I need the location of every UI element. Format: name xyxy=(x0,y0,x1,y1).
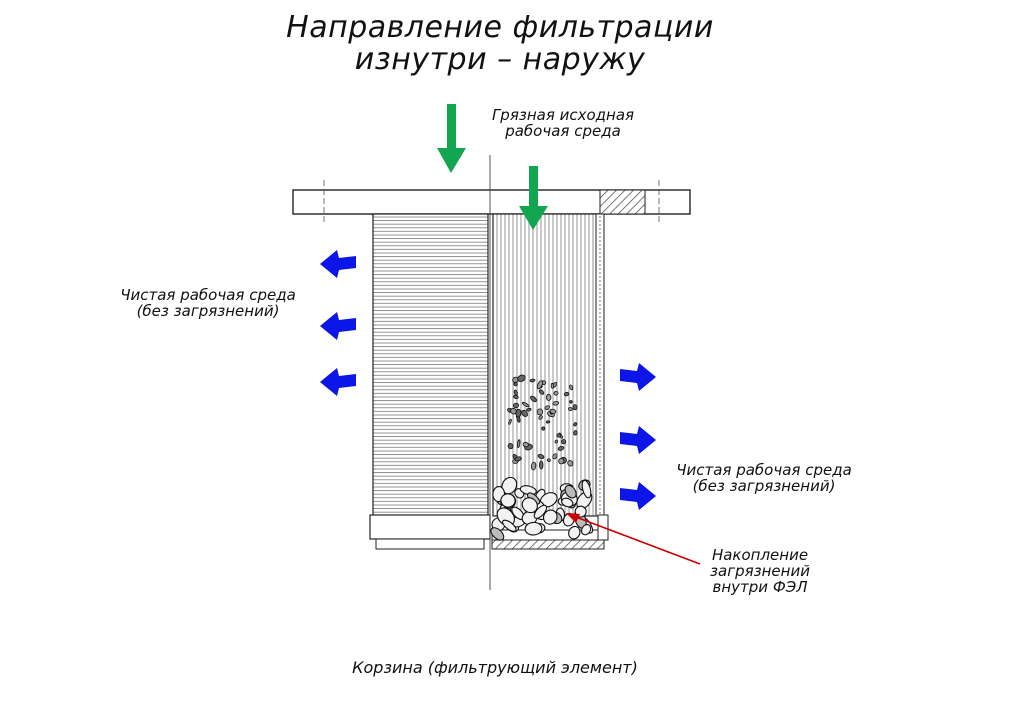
inflow-arrow-inside xyxy=(519,166,548,230)
label-clean-medium-left: Чистая рабочая среда (без загрязнений) xyxy=(108,286,308,320)
clean-left-line-2: (без загрязнений) xyxy=(136,301,280,320)
particle xyxy=(513,402,519,409)
particle xyxy=(508,418,512,425)
particle xyxy=(529,378,536,383)
clean-right-line-2: (без загрязнений) xyxy=(692,476,836,495)
outflow-arrow-left-1 xyxy=(320,250,356,278)
particle xyxy=(538,389,545,395)
outflow-arrow-left-2 xyxy=(320,312,356,340)
particle xyxy=(530,461,537,471)
particle xyxy=(569,384,574,391)
outflow-arrow-right-2 xyxy=(620,426,656,454)
pebble xyxy=(564,484,577,499)
basket-section-mesh xyxy=(492,213,602,517)
clean-right-line-1: Чистая рабочая среда xyxy=(676,461,852,479)
particle xyxy=(572,404,578,411)
title-line-2: изнутри – наружу xyxy=(354,41,646,77)
accumulation-line-1: Накопление xyxy=(711,546,809,564)
particle xyxy=(538,415,543,420)
label-accumulation: Накопление загрязнений внутри ФЭЛ xyxy=(690,546,830,596)
particle xyxy=(522,441,529,448)
pebble xyxy=(581,479,592,499)
particle xyxy=(552,453,558,460)
dirty-medium-line-1: Грязная исходная xyxy=(491,106,635,124)
caption: Корзина (фильтрующий элемент) xyxy=(352,658,638,677)
particle xyxy=(561,439,567,445)
particle xyxy=(537,453,545,460)
contaminant-heap xyxy=(490,476,594,541)
pebble xyxy=(524,521,543,536)
suspended-particles xyxy=(507,374,578,471)
pebble xyxy=(542,509,558,525)
particle xyxy=(553,390,559,396)
particle xyxy=(507,443,514,450)
particle xyxy=(513,394,519,399)
particle xyxy=(521,409,528,417)
pebble xyxy=(568,525,581,540)
particle xyxy=(515,408,522,418)
pebble xyxy=(500,493,516,508)
particle xyxy=(550,382,555,389)
particle xyxy=(521,401,530,408)
particle xyxy=(517,439,521,448)
pebble xyxy=(490,527,505,541)
particle xyxy=(530,395,537,403)
pebble xyxy=(561,497,574,508)
particle xyxy=(556,433,562,438)
accumulation-line-3: внутри ФЭЛ xyxy=(712,577,808,596)
particle xyxy=(539,460,544,470)
particle xyxy=(557,445,565,451)
particle xyxy=(545,420,551,424)
particle xyxy=(513,382,518,387)
particle xyxy=(541,426,546,431)
particle xyxy=(536,380,544,390)
particle xyxy=(567,460,574,467)
pebble xyxy=(501,476,518,495)
outflow-arrow-right-3 xyxy=(620,482,656,510)
outflow-arrow-right-1 xyxy=(620,363,656,391)
particle xyxy=(563,391,570,397)
particle xyxy=(514,456,522,462)
particle xyxy=(526,407,532,412)
particle xyxy=(546,458,551,462)
particle xyxy=(573,430,578,436)
label-dirty-medium: Грязная исходная рабочая среда xyxy=(478,106,648,140)
particle xyxy=(536,408,544,416)
dirty-medium-line-2: рабочая среда xyxy=(505,121,621,140)
particle xyxy=(554,439,558,444)
pebble xyxy=(581,524,592,536)
top-flange xyxy=(292,180,691,223)
pebble xyxy=(521,497,538,514)
particle xyxy=(552,401,560,406)
particle xyxy=(569,400,573,404)
title-line-1: Направление фильтрации xyxy=(286,10,714,45)
particle xyxy=(549,408,557,415)
accumulation-pointer xyxy=(566,513,701,565)
pebble xyxy=(502,519,517,532)
particle xyxy=(544,405,550,410)
particle xyxy=(545,393,552,401)
outflow-arrow-left-3 xyxy=(320,368,356,396)
particle xyxy=(573,422,578,427)
particle xyxy=(568,407,573,411)
accumulation-line-2: загрязнений xyxy=(710,561,810,580)
particle xyxy=(517,374,526,382)
bottom-base xyxy=(369,514,609,550)
inflow-arrow-top xyxy=(437,104,466,173)
label-clean-medium-right: Чистая рабочая среда (без загрязнений) xyxy=(664,461,864,495)
clean-left-line-1: Чистая рабочая среда xyxy=(120,286,296,304)
diagram-title: Направление фильтрации изнутри – наружу xyxy=(0,12,1000,75)
particle xyxy=(558,458,565,465)
basket-exterior-mesh xyxy=(372,213,489,517)
pebble xyxy=(533,504,548,519)
